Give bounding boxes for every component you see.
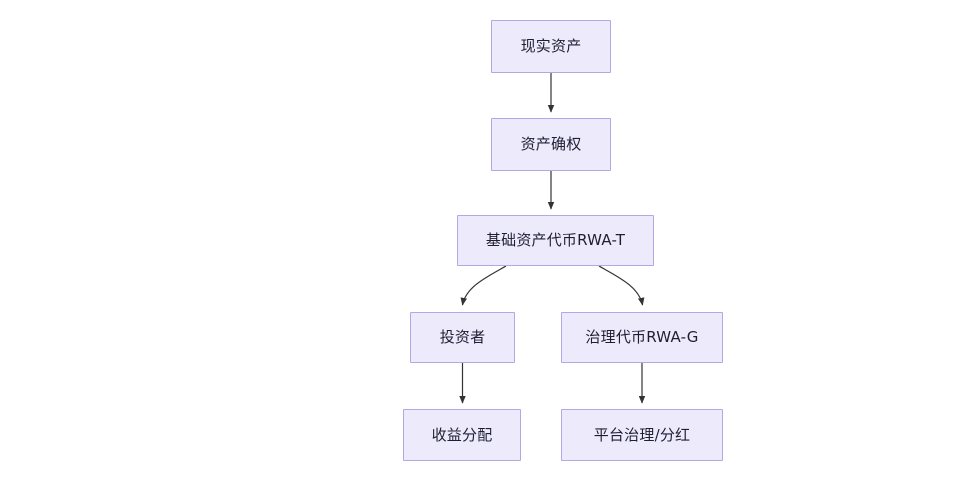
node-platform-gov[interactable]: 平台治理/分红 (561, 409, 723, 461)
node-rwa-t-token[interactable]: 基础资产代币RWA-T (457, 215, 654, 266)
node-label-revenue-share: 收益分配 (431, 425, 493, 444)
node-label-rwa-g-token: 治理代币RWA-G (585, 328, 699, 346)
node-label-real-asset: 现实资产 (520, 37, 582, 55)
node-real-asset[interactable]: 现实资产 (491, 20, 611, 73)
node-label-investor: 投资者 (439, 328, 486, 346)
node-label-rwa-t-token: 基础资产代币RWA-T (485, 231, 626, 249)
edge-rwa-t-to-rwa-g (598, 265, 645, 306)
edge-rwa-t-to-investor (460, 265, 507, 306)
node-asset-rights[interactable]: 资产确权 (491, 118, 611, 171)
node-rwa-g-token[interactable]: 治理代币RWA-G (561, 312, 723, 363)
node-label-asset-rights: 资产确权 (520, 135, 582, 153)
node-revenue-share[interactable]: 收益分配 (403, 409, 521, 461)
node-label-platform-gov: 平台治理/分红 (593, 425, 691, 444)
node-investor[interactable]: 投资者 (410, 312, 515, 363)
